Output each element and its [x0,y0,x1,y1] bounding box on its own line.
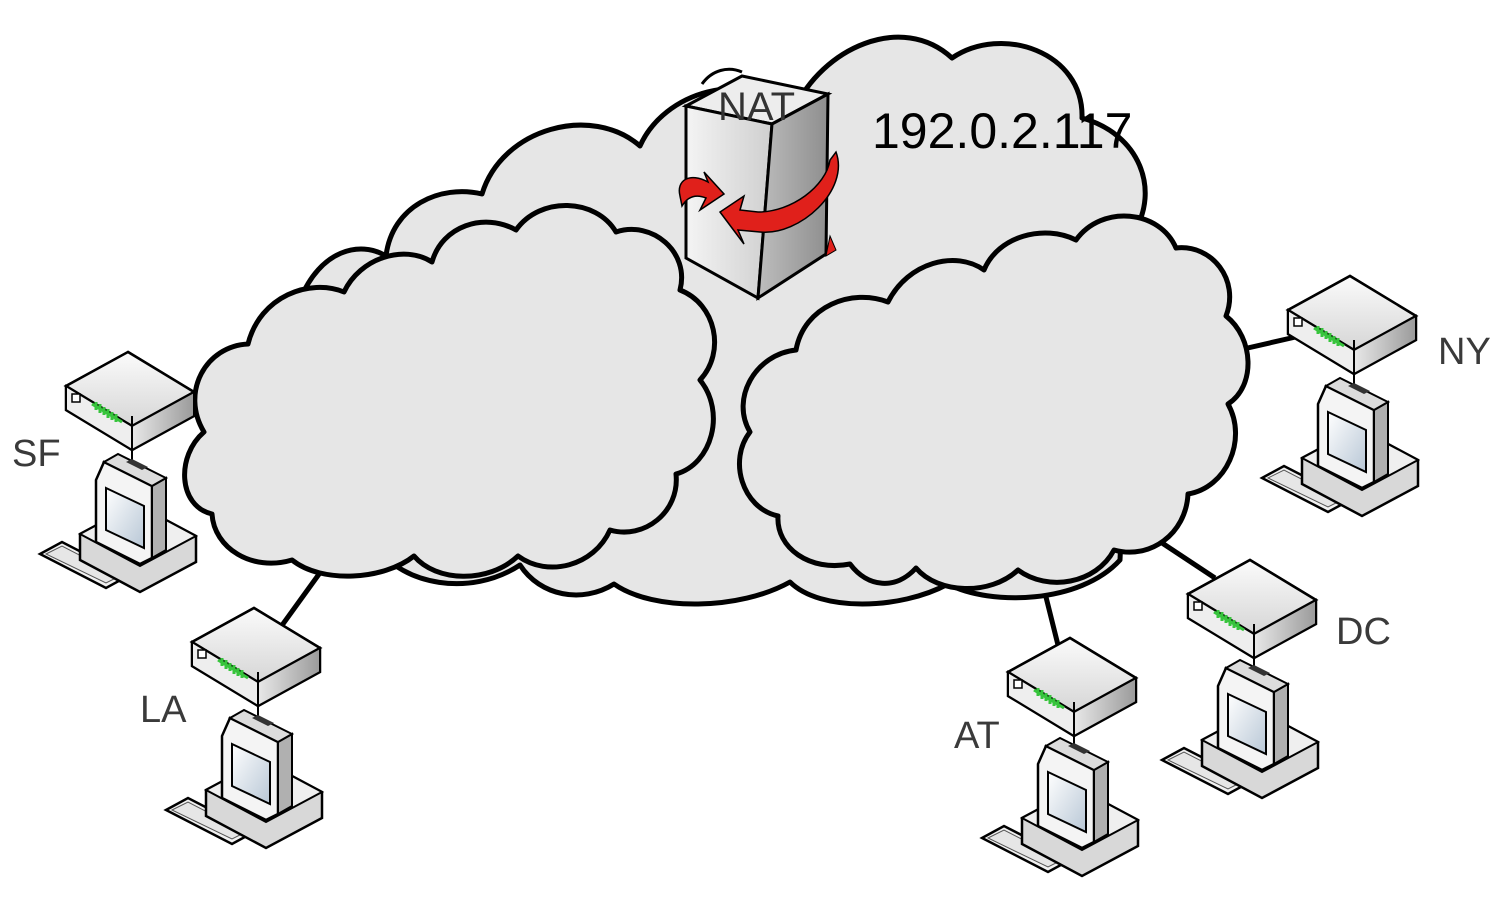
nat-arrow-right-icon [718,150,839,245]
right-cloud-icon [736,213,1251,591]
router-icon [64,350,196,472]
router-icon [1006,636,1138,758]
site-sf: SF [12,350,198,594]
site-label-dc: DC [1336,611,1391,653]
router-icon [1286,274,1418,396]
computer-icon [38,452,198,594]
site-label-sf: SF [12,433,61,475]
router-icon [190,606,322,728]
site-label-at: AT [954,715,1000,757]
computer-icon [1260,376,1420,518]
site-la: LA [140,606,324,850]
nat-ip-address: 192.0.2.117 [872,103,1132,159]
computer-icon [164,708,324,850]
left-cloud-icon [182,203,717,579]
nat-label: NAT [718,85,795,129]
computer-icon [1160,658,1320,800]
nat-arrow-left-icon [678,171,726,213]
site-label-ny: NY [1438,331,1491,373]
computer-icon [980,736,1140,878]
nat-server-icon [678,67,839,301]
site-ny: NY [1260,274,1491,518]
site-at: AT [954,636,1140,878]
site-dc: DC [1160,558,1391,800]
site-label-la: LA [140,689,187,731]
router-icon [1186,558,1318,680]
